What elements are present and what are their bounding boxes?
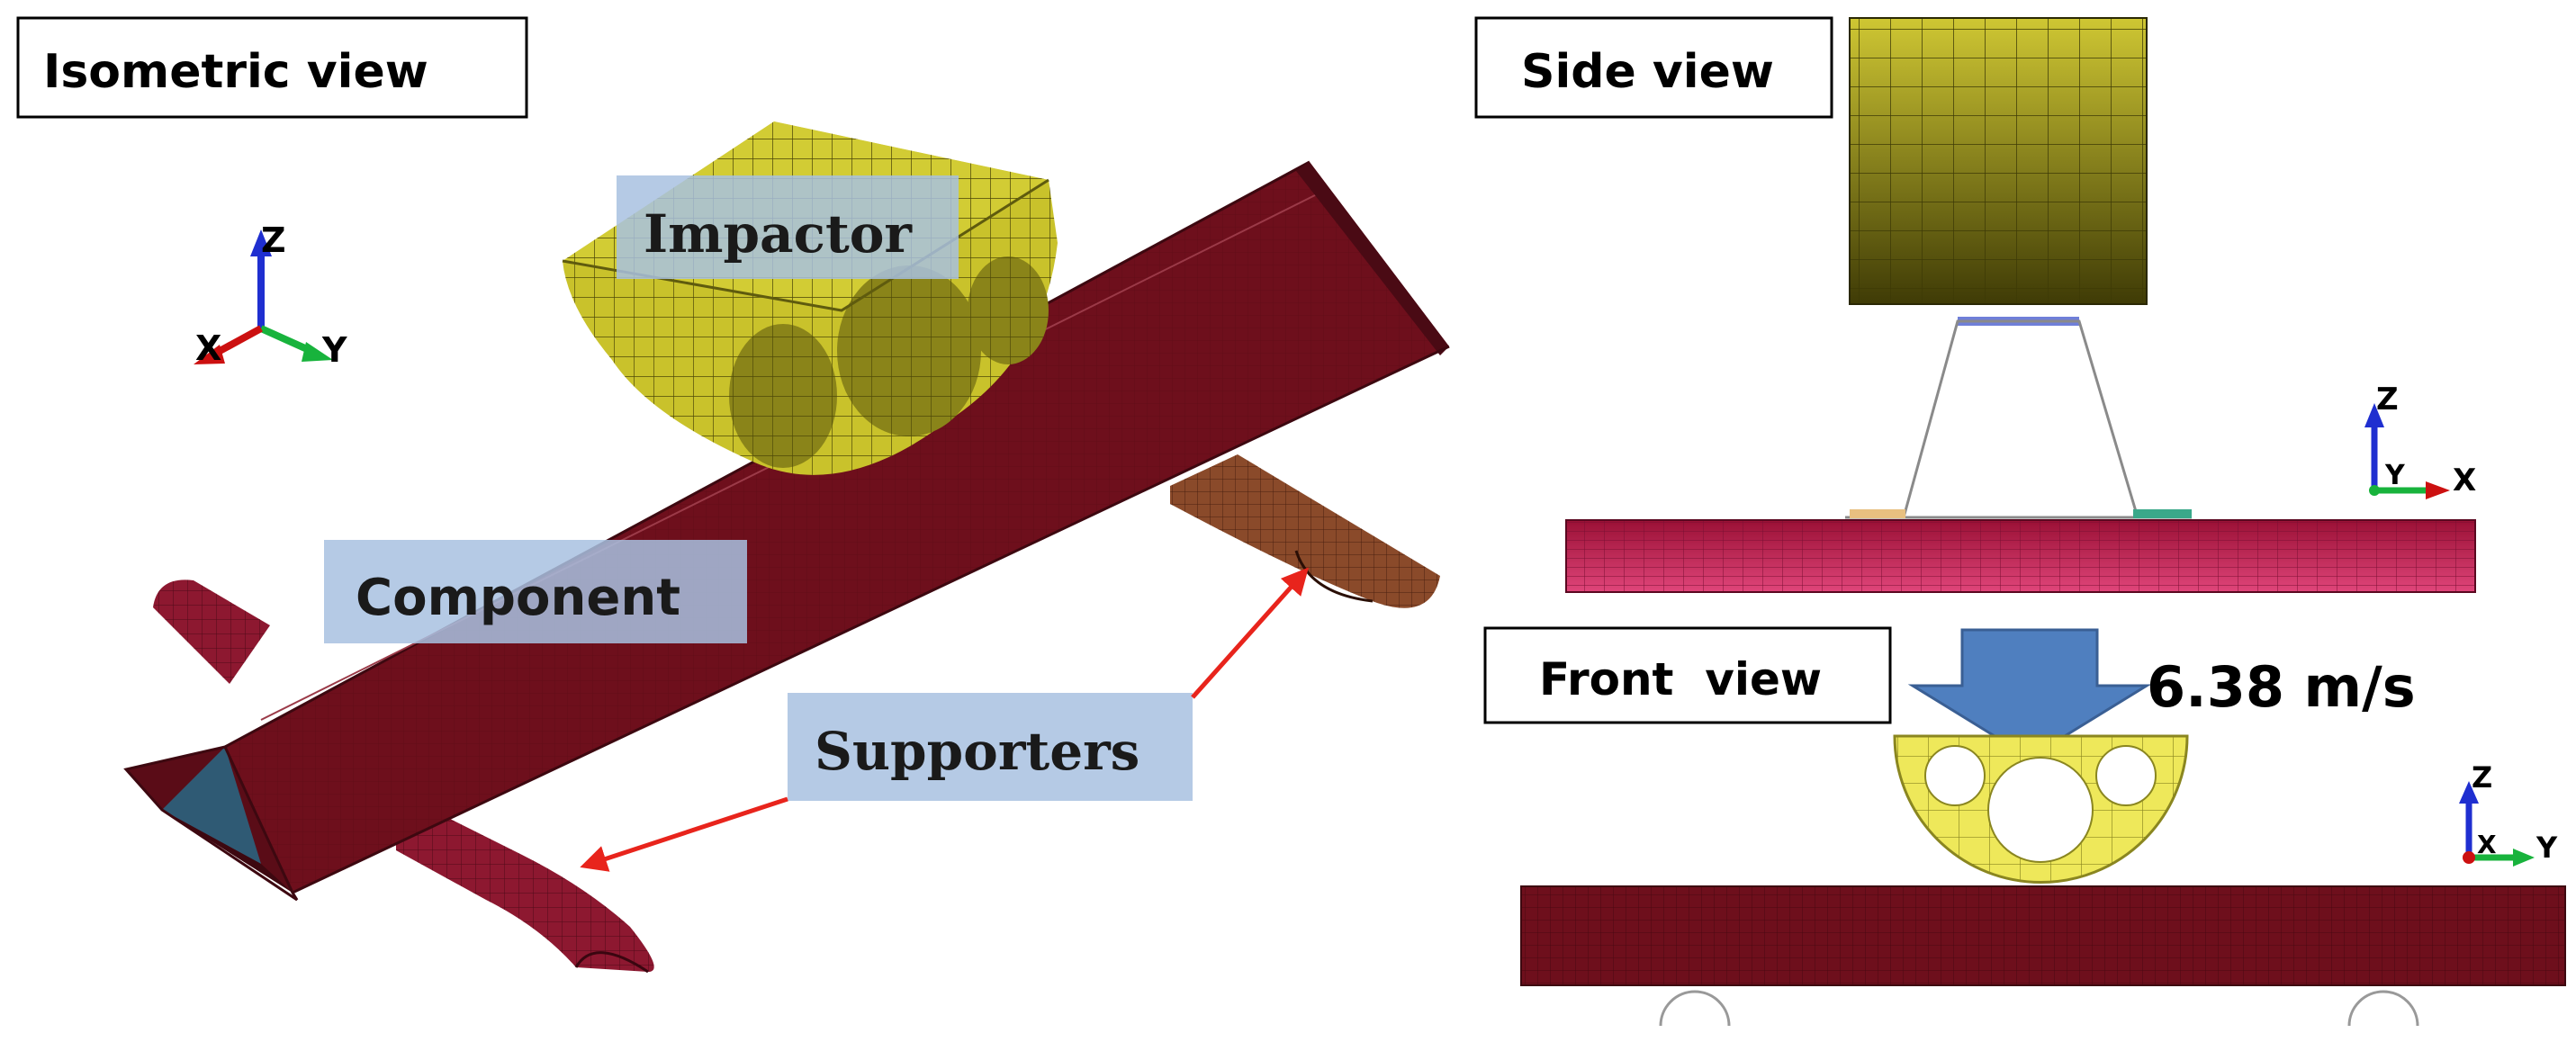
velocity-arrow: 6.38 m/s (1907, 628, 2416, 759)
arrow-to-back-supporter (1191, 567, 1309, 699)
supporter-front (153, 579, 654, 974)
front-axis-y-label: Y (2535, 831, 2558, 865)
front-axis-z-label: Z (2472, 760, 2492, 795)
impactor-label-box: Impactor (617, 175, 959, 279)
side-hat-profile (1845, 317, 2192, 519)
front-impactor (1893, 734, 2189, 884)
side-component (1565, 519, 2476, 593)
front-view: Front view 6.38 m/s (1483, 626, 2566, 1027)
supporters-label-box: Supporters (788, 693, 1193, 801)
side-view: Side view Z (1474, 16, 2476, 593)
iso-axis-z-label: Z (261, 220, 286, 260)
iso-axis-y-label: Y (321, 330, 347, 370)
front-component (1520, 885, 2566, 986)
isometric-view: Isometric view Z X Y Impactor Component (16, 16, 1450, 974)
isometric-view-label: Isometric view (43, 45, 428, 99)
front-axis-triad: Z X Y (2459, 760, 2558, 867)
arrow-to-front-supporter (580, 796, 788, 872)
front-view-title: Front view (1483, 626, 1892, 724)
side-axis-x-label: X (2453, 463, 2476, 499)
side-axis-triad: Z Y X (2364, 382, 2476, 499)
side-impactor (1849, 17, 2148, 305)
component-label-box: Component (324, 540, 747, 643)
side-axis-y-label: Y (2384, 460, 2406, 491)
component-label: Component (356, 569, 680, 627)
iso-axis-triad: Z X Y (194, 220, 347, 370)
supporter-arrows (580, 567, 1309, 872)
side-view-title: Side view (1474, 16, 1833, 119)
side-view-label: Side view (1521, 45, 1774, 99)
front-axis-x-label: X (2477, 830, 2497, 859)
velocity-label: 6.38 m/s (2147, 654, 2416, 720)
front-view-label: Front view (1539, 653, 1822, 705)
iso-axis-x-label: X (195, 328, 221, 368)
isometric-view-title: Isometric view (16, 16, 528, 119)
front-supporters (1659, 990, 2419, 1027)
supporter-back (1170, 454, 1440, 608)
side-axis-z-label: Z (2376, 382, 2399, 418)
impactor-label: Impactor (644, 203, 913, 265)
supporters-label: Supporters (815, 721, 1139, 782)
